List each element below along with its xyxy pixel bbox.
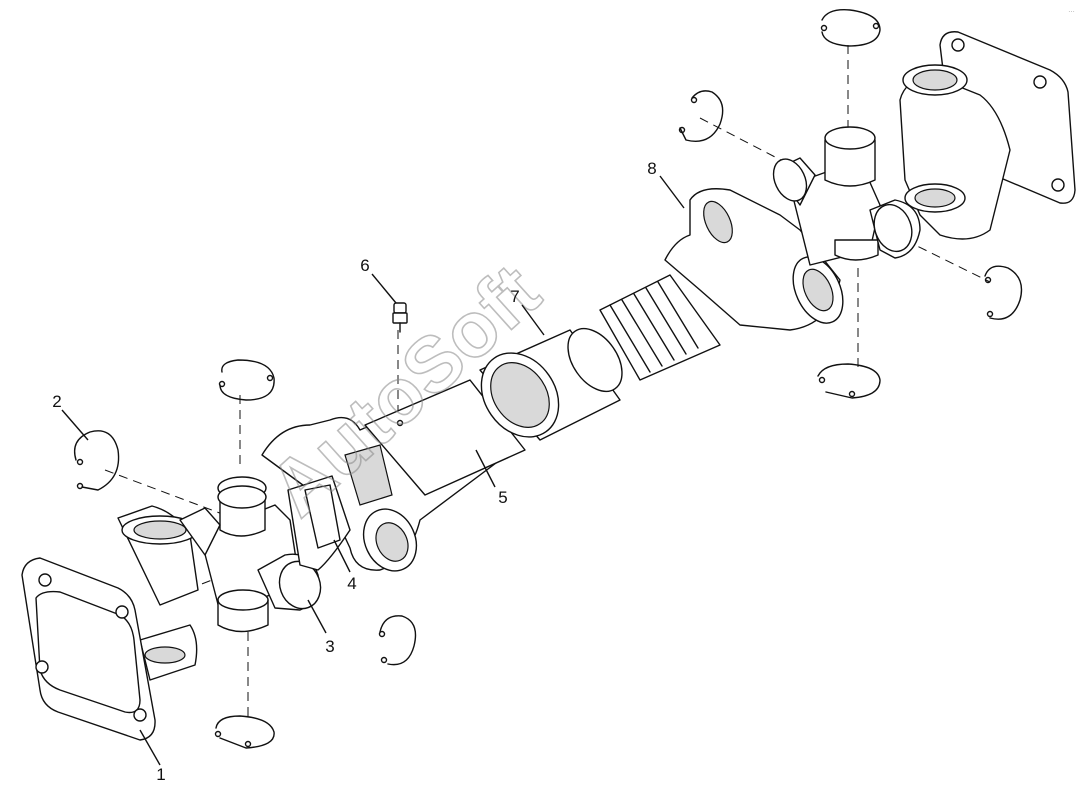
leader-lines <box>61 175 685 766</box>
snap-ring-right-left <box>379 615 417 666</box>
callout-7: 7 <box>510 287 519 306</box>
callout-1: 1 <box>156 765 165 784</box>
splined-yoke-8 <box>599 188 844 381</box>
callout-6: 6 <box>360 256 369 275</box>
snap-ring-bottom-left <box>215 715 275 749</box>
grease-fitting-6 <box>392 302 408 333</box>
callout-2: 2 <box>52 392 61 411</box>
callout-5: 5 <box>498 488 507 507</box>
callout-8: 8 <box>647 159 656 178</box>
flange-yoke-right <box>899 31 1076 240</box>
callout-3: 3 <box>325 637 334 656</box>
snap-rings-left <box>73 359 417 749</box>
snap-ring-top-left <box>219 359 275 401</box>
universal-joint-left <box>179 476 322 633</box>
snap-rings-right <box>678 9 1023 399</box>
universal-joint-right <box>772 126 921 266</box>
dust-cap-4 <box>304 484 341 549</box>
sleeve-7 <box>479 327 623 441</box>
slip-yoke-and-tube <box>261 379 526 572</box>
flange-yoke-left <box>21 505 199 741</box>
grease-hole <box>396 419 404 427</box>
corner-mark: … <box>1068 7 1075 14</box>
snap-ring-2 <box>73 430 120 491</box>
callout-4: 4 <box>347 574 356 593</box>
callout-labels: 1 2 3 4 5 6 7 8 <box>52 159 656 784</box>
